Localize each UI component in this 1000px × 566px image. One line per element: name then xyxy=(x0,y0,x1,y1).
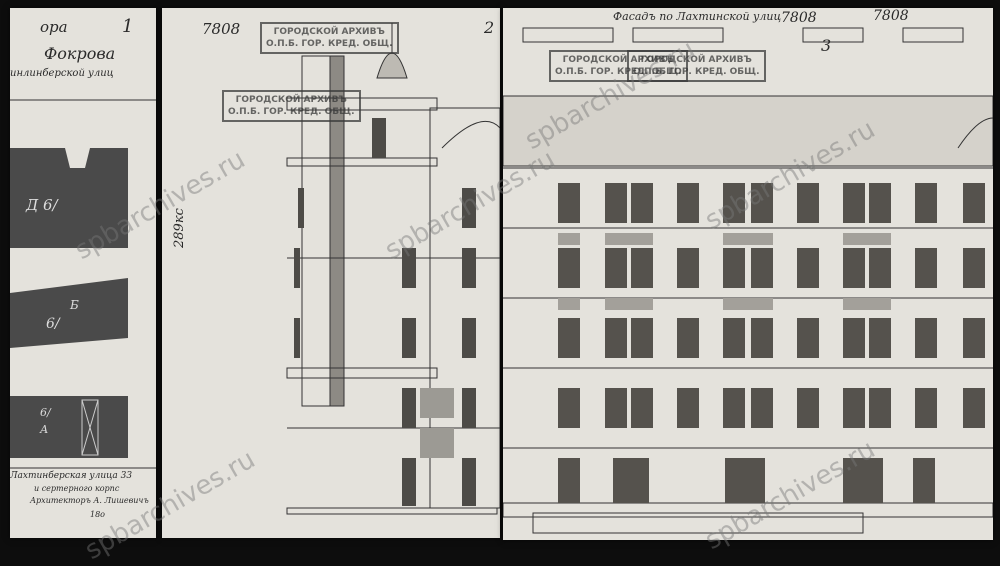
left-caption-line-1: Лахтинберская улица 33 xyxy=(10,471,133,481)
left-caption-line-2: и сертерного корпс xyxy=(34,484,120,493)
left-header-line-3: инлинберской улиц xyxy=(10,68,114,79)
sheet-number-right-b: 7808 xyxy=(873,8,909,24)
label-b: Б xyxy=(70,298,79,312)
sheet-number-main: 7808 xyxy=(202,20,241,38)
section-mark-2: 2 xyxy=(484,18,495,37)
stamp-4-line-1: ГОРОДСКОЙ АРХИВЪ xyxy=(640,55,752,65)
label-a: А xyxy=(40,423,49,436)
site-plan-drawing xyxy=(10,99,156,469)
label-d: Д 6/ xyxy=(26,196,58,214)
margin-note: 289кс xyxy=(172,208,187,248)
archive-stamp-4: ГОРОДСКОЙ АРХИВЪ О.П.Б. ГОР. КРЕД. ОБЩ. xyxy=(627,50,766,82)
stamp-2-line-1: ГОРОДСКОЙ АРХИВЪ xyxy=(235,95,347,105)
archive-stamp-1: ГОРОДСКОЙ АРХИВЪ О.П.Б. ГОР. КРЕД. ОБЩ. xyxy=(260,22,399,54)
facade-sheet-right: Фасадъ по Лахтинской улиц 7808 7808 3 ГО… xyxy=(503,8,993,540)
sheet-number-right-a: 7808 xyxy=(781,10,817,26)
site-plan-sheet: ора Фокрова инлинберской улиц 1 Д 6/ Б 6… xyxy=(10,8,156,538)
label-b-area: 6/ xyxy=(46,316,60,332)
label-a-area: 6/ xyxy=(40,406,51,419)
plot-block-b xyxy=(10,278,128,348)
facade-caption: Фасадъ по Лахтинской улиц xyxy=(613,10,782,23)
archive-stamp-2: ГОРОДСКОЙ АРХИВЪ О.П.Б. ГОР. КРЕД. ОБЩ. xyxy=(222,90,361,122)
stamp-1-line-2: О.П.Б. ГОР. КРЕД. ОБЩ. xyxy=(266,39,393,49)
stamp-3-line-1: ГОРОДСКОЙ АРХИВЪ xyxy=(562,55,674,65)
stamp-4-line-2: О.П.Б. ГОР. КРЕД. ОБЩ. xyxy=(633,67,760,77)
stamp-1-line-1: ГОРОДСКОЙ АРХИВЪ xyxy=(273,27,385,37)
left-caption-line-4: 18о xyxy=(90,510,105,519)
facade-drawing-left xyxy=(286,23,500,515)
window-grid xyxy=(558,183,985,503)
left-header-line-2: Фокрова xyxy=(44,44,116,63)
stamp-3-line-2: О.П.Б. ГОР. КРЕД. ОБЩ. xyxy=(555,67,682,77)
left-header-line-1: ора xyxy=(40,18,68,36)
facade-drawing-right xyxy=(503,27,993,534)
plot-block-d xyxy=(10,148,128,248)
left-caption-line-3: Архитекторъ А. Лишевичъ xyxy=(30,496,149,505)
plot-block-a xyxy=(10,396,128,458)
stamp-2-line-2: О.П.Б. ГОР. КРЕД. ОБЩ. xyxy=(228,107,355,117)
left-sheet-number: 1 xyxy=(122,16,134,37)
facade-sheet-left: 7808 289кс ГОРОДСКОЙ АРХИВЪ О.П.Б. ГОР. … xyxy=(162,8,500,538)
section-mark-3: 3 xyxy=(821,36,832,55)
archive-stamp-3: ГОРОДСКОЙ АРХИВЪ О.П.Б. ГОР. КРЕД. ОБЩ. xyxy=(549,50,688,82)
